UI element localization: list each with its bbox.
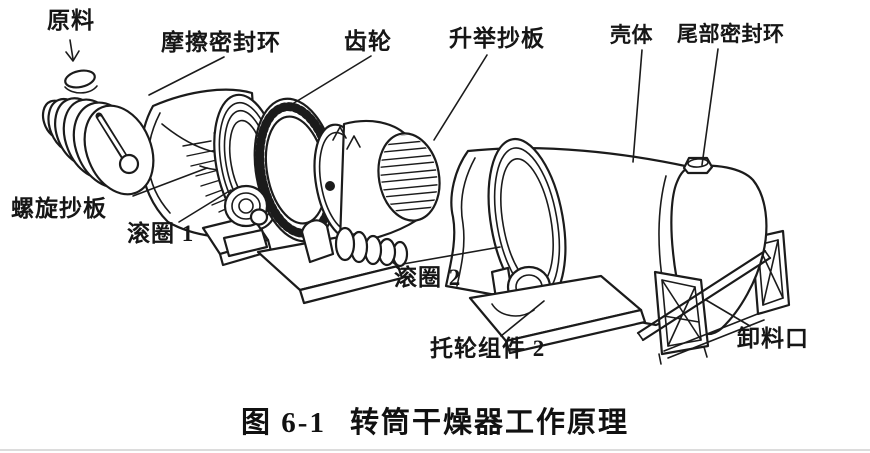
leader-lines — [132, 48, 751, 337]
figure-caption-title: 转筒干燥器工作原理 — [349, 407, 629, 439]
feed-head-coil — [41, 69, 155, 196]
discharge-trestle-front — [653, 270, 710, 365]
figure-caption: 图 6-1 转筒干燥器工作原理 — [0, 399, 870, 441]
label-raw-material: 原料 — [47, 8, 95, 33]
feed-inlet-nub — [64, 69, 98, 94]
label-discharge-port: 卸料口 — [737, 326, 809, 351]
label-rolling-ring-1: 滚圈 1 — [127, 221, 195, 246]
discharge-chute — [636, 249, 772, 359]
label-lifting-flights: 升举抄板 — [449, 26, 545, 51]
ribbed-roller — [334, 226, 409, 268]
raw-material-arrow — [65, 39, 80, 62]
tail-seal-ring-part — [682, 156, 714, 175]
label-rolling-ring-2: 滚圈 2 — [394, 265, 462, 290]
label-roller-assembly-2: 托轮组件 2 — [430, 336, 546, 361]
figure-caption-number: 图 6-1 — [241, 407, 326, 439]
label-gear: 齿轮 — [344, 29, 392, 54]
page-bottom-rule — [0, 449, 870, 451]
support-roller-assembly-2 — [468, 265, 647, 355]
rolling-ring-2 — [487, 137, 567, 307]
lifting-flights-face — [374, 130, 444, 222]
label-tail-seal-ring: 尾部密封环 — [677, 22, 785, 46]
label-shell: 壳体 — [610, 23, 653, 47]
support-roller-assembly-1 — [201, 184, 409, 305]
drum-body — [325, 119, 444, 244]
feed-chute-rod — [95, 112, 140, 175]
label-spiral-flights: 螺旋抄板 — [11, 196, 107, 221]
label-friction-seal-ring: 摩擦密封环 — [161, 30, 281, 55]
